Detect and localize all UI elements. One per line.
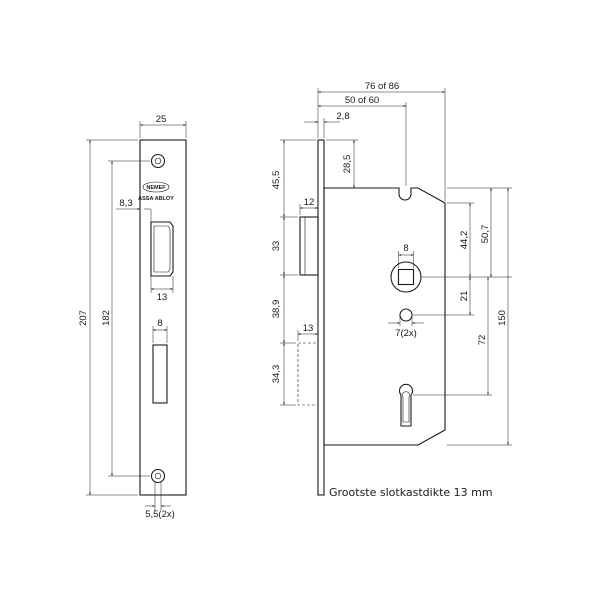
- dim-screw-spacing: 182: [101, 310, 112, 326]
- lock-case: [323, 187, 446, 446]
- dim-screw-hole: 5,5(2x): [145, 509, 175, 520]
- front-view: NEMEF ASSA ABLOY 25 207 182 8,3: [78, 114, 187, 520]
- dim-bolt-projection: 13: [303, 323, 314, 334]
- latch-side: [299, 216, 319, 276]
- brand-name: NEMEF: [146, 185, 166, 191]
- spindle-follower: [390, 261, 422, 293]
- dim-backset-total: 76 of 86: [365, 81, 399, 92]
- dim-key-distance: 72: [477, 335, 488, 346]
- latch-opening: [150, 221, 174, 277]
- dim-spindle-height: 28,5: [342, 155, 353, 174]
- dim-center-distance: 21: [459, 291, 470, 302]
- dim-spindle-to-case: 44,2: [459, 231, 470, 250]
- dim-total-height: 207: [78, 310, 89, 326]
- screw-bottom: [150, 468, 166, 484]
- dim-bolt-height: 34,3: [271, 365, 282, 384]
- brand-logo: NEMEF ASSA ABLOY: [138, 181, 174, 202]
- dim-latch-offset: 8,3: [119, 198, 132, 209]
- case-thickness-note: Grootste slotkastdikte 13 mm: [329, 486, 493, 499]
- dim-latch-projection: 12: [304, 197, 315, 208]
- brand-group: ASSA ABLOY: [138, 196, 174, 202]
- bolt-side: [297, 342, 319, 406]
- dim-top-offset: 45,5: [271, 171, 282, 190]
- dim-latch-height: 33: [271, 241, 282, 252]
- dim-gap: 38,9: [271, 300, 282, 319]
- follower-hole: [399, 308, 413, 322]
- side-view: 76 of 86 50 of 60 2,8 45,5 28,5 12 33 38…: [271, 81, 512, 496]
- screw-top: [150, 153, 166, 169]
- faceplate-front: [139, 139, 187, 496]
- dim-backset: 50 of 60: [345, 95, 379, 106]
- keyhole: [398, 383, 414, 427]
- dim-faceplate-thickness: 2,8: [336, 111, 349, 122]
- dim-case-height: 150: [497, 310, 508, 326]
- dim-follower-hole: 7(2x): [395, 328, 417, 339]
- dim-spindle-square: 8: [403, 243, 408, 254]
- dim-spindle-to-top: 50,7: [480, 225, 491, 244]
- dim-bolt-width: 8: [157, 318, 162, 329]
- dim-latch-width: 13: [157, 292, 168, 303]
- bolt-opening: [152, 344, 168, 404]
- dim-width: 25: [156, 114, 167, 125]
- faceplate-side: [317, 139, 325, 496]
